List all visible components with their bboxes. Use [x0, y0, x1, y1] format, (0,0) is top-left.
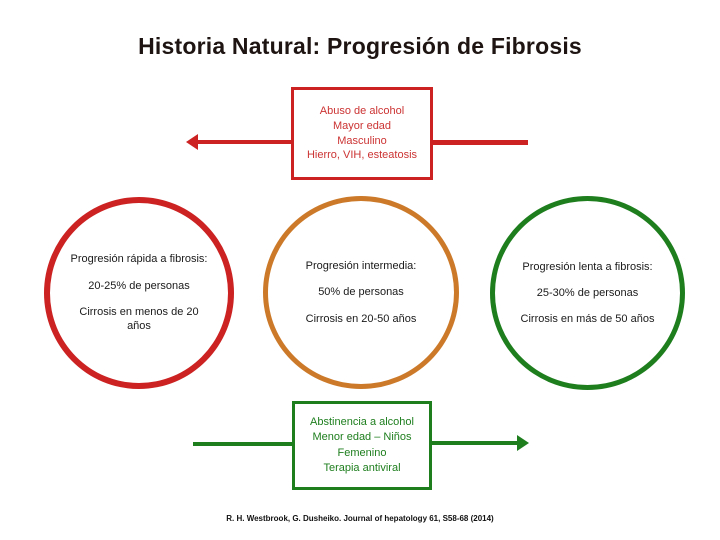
- circle-percent: 25-30% de personas: [536, 286, 639, 299]
- circle-title: Progresión lenta a fibrosis:: [522, 260, 653, 273]
- circle-title: Progresión intermedia:: [305, 260, 417, 273]
- risk-arrowhead-left-icon: [186, 134, 198, 150]
- slow-progression-circle: Progresión lenta a fibrosis: 25-30% de p…: [490, 196, 685, 390]
- protective-factor-line: Femenino: [337, 446, 387, 459]
- circle-duration: Cirrosis en más de 50 años: [520, 313, 655, 326]
- protective-factor-line: Abstinencia a alcohol: [310, 416, 414, 429]
- risk-factor-line: Masculino: [337, 134, 387, 147]
- intermediate-progression-circle: Progresión intermedia: 50% de personas C…: [263, 196, 459, 389]
- protective-factor-line: Terapia antiviral: [323, 461, 401, 474]
- circle-percent: 20-25% de personas: [88, 279, 190, 292]
- protective-connector-right-line: [432, 441, 518, 445]
- protective-arrowhead-right-icon: [517, 435, 529, 451]
- protective-connector-left-line: [193, 442, 292, 446]
- circle-duration: Cirrosis en menos de 20 años: [79, 306, 199, 333]
- circle-title: Progresión rápida a fibrosis:: [70, 253, 208, 266]
- risk-factor-line: Abuso de alcohol: [319, 105, 405, 118]
- risk-connector-right-line: [433, 140, 528, 145]
- risk-factors-box: Abuso de alcohol Mayor edad Masculino Hi…: [291, 87, 433, 180]
- risk-connector-left-line: [197, 140, 291, 144]
- circle-percent: 50% de personas: [318, 286, 404, 299]
- circle-duration: Cirrosis en 20-50 años: [305, 312, 417, 325]
- protective-factors-box: Abstinencia a alcohol Menor edad – Niños…: [292, 401, 432, 490]
- risk-factor-line: Hierro, VIH, esteatosis: [306, 149, 418, 162]
- rapid-progression-circle: Progresión rápida a fibrosis: 20-25% de …: [44, 197, 234, 389]
- citation-text: R. H. Westbrook, G. Dusheiko. Journal of…: [226, 514, 494, 523]
- protective-factor-line: Menor edad – Niños: [312, 431, 412, 444]
- risk-factor-line: Mayor edad: [332, 119, 392, 132]
- slide-title: Historia Natural: Progresión de Fibrosis: [138, 33, 582, 59]
